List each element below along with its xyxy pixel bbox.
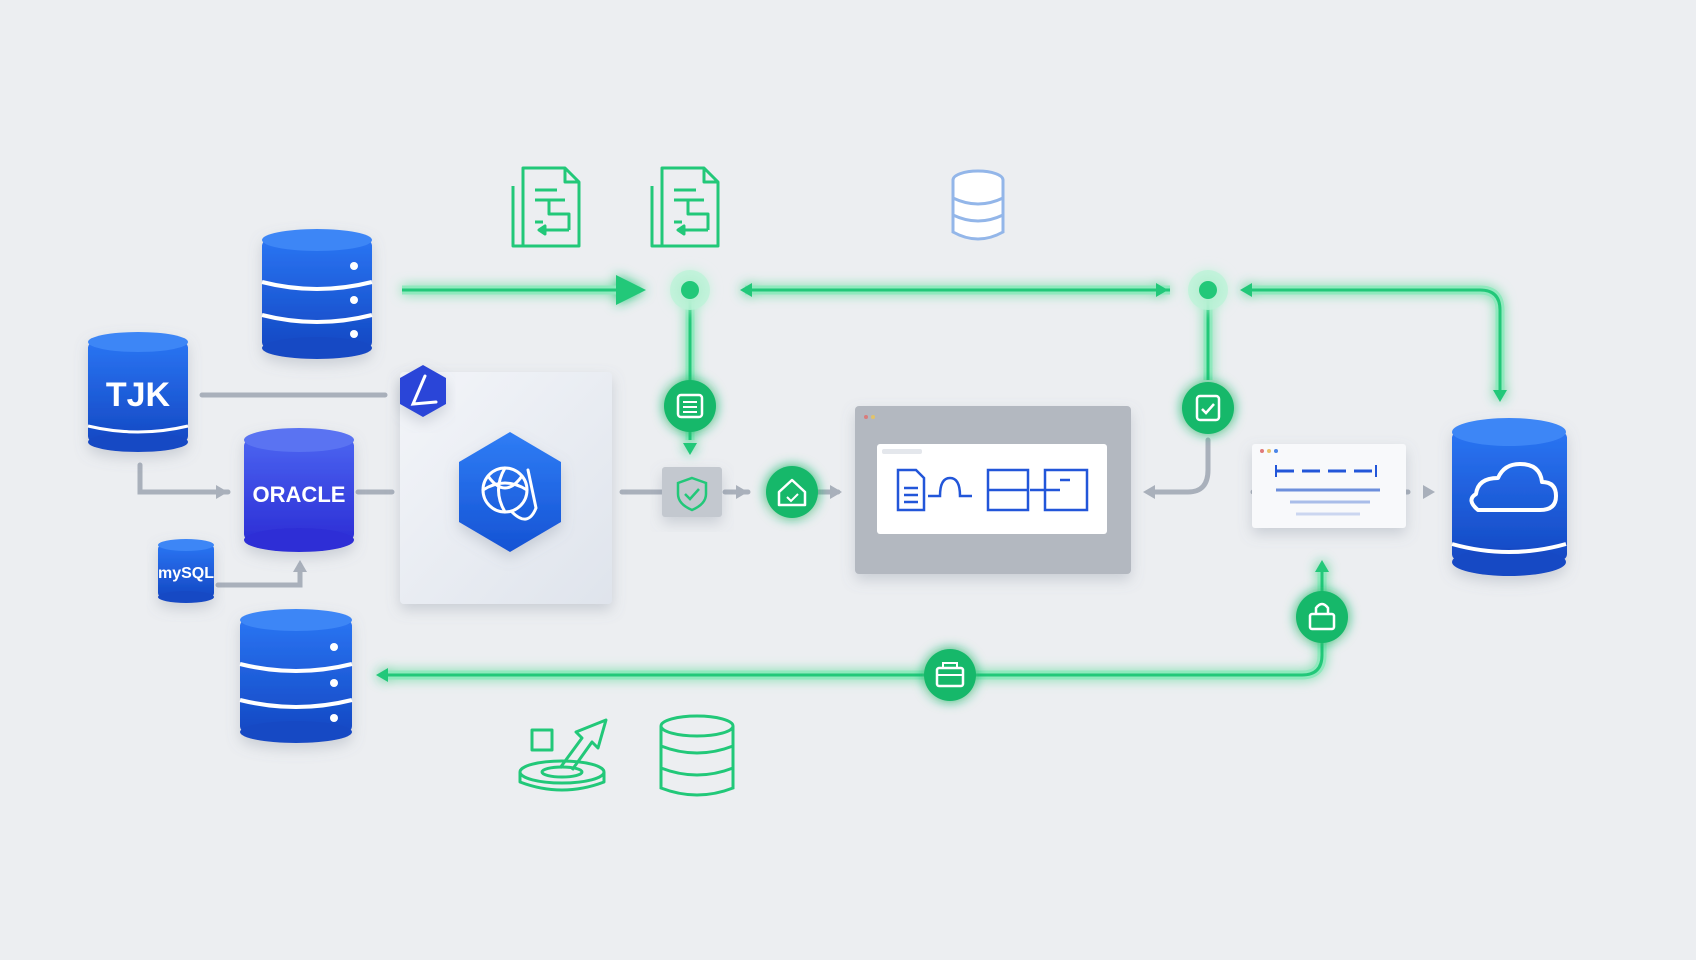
home-node-icon (766, 466, 818, 518)
arrow-to-cloud (1423, 485, 1435, 499)
document-step-icon (896, 468, 926, 512)
database-outline-icon (951, 169, 1005, 241)
top-flow-line (402, 275, 1507, 455)
document-flow-icon (650, 166, 720, 248)
junction-node-left (670, 270, 710, 310)
frame-step-icon (986, 468, 1030, 512)
arrow-mysql-up (293, 560, 307, 572)
globe-link-icon (481, 466, 538, 521)
database-outline-icon (659, 714, 735, 797)
mysql-database: mySQL (158, 539, 214, 603)
tdengine-database: TJK (87, 332, 189, 452)
arrow-to-oracle (216, 485, 228, 499)
cloud-icon (1469, 462, 1558, 512)
oracle-label: ORACLE (253, 482, 346, 507)
bag-node-icon (924, 649, 976, 701)
pipe-step-icon (928, 476, 972, 498)
oracle-database: ORACLE (244, 428, 354, 552)
arrow-to-transform (830, 485, 842, 499)
shield-check-icon (662, 467, 722, 517)
tdengine-label: TJK (106, 376, 171, 414)
junction-node-right (1188, 270, 1228, 310)
transform-panel (855, 406, 1131, 574)
hub-logo-badge (400, 365, 446, 417)
bottom-flow-line (376, 560, 1329, 682)
list-node-icon (664, 380, 716, 432)
arrow-to-transform-right (1143, 485, 1155, 499)
mysql-label: mySQL (158, 565, 214, 582)
database-bottom (239, 609, 353, 743)
hub-core-hexagon (459, 432, 561, 552)
lock-node-icon (1296, 591, 1348, 643)
database-top (261, 229, 373, 359)
check-node-icon (1182, 382, 1234, 434)
arrow-right-gate (736, 485, 748, 499)
disk-import-icon (518, 718, 608, 792)
output-window (1252, 444, 1406, 528)
split-step-icon (1030, 468, 1089, 512)
document-flow-icon (511, 166, 581, 248)
cloud-database (1451, 418, 1567, 576)
